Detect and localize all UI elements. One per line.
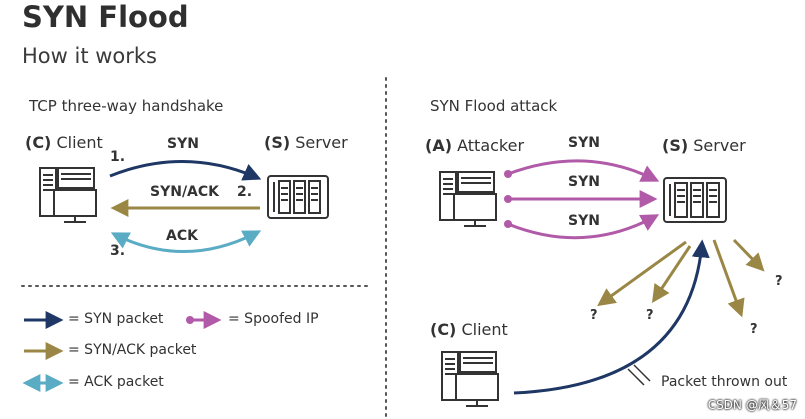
syn-label: SYN — [167, 136, 199, 152]
step-2-label: 2. — [237, 184, 253, 200]
legit-client-node-label: (C) Client — [430, 320, 508, 339]
syn-flood-heading: SYN Flood attack — [430, 97, 558, 115]
spoofed-syn-arrow-1 — [504, 159, 660, 182]
synack-lost-arrow-3 — [712, 239, 745, 318]
handshake-heading: TCP three-way handshake — [29, 97, 224, 115]
unknown-ip-marker-1: ? — [590, 308, 598, 323]
synack-label: SYN/ACK — [150, 184, 220, 200]
synack-lost-arrow-1 — [597, 240, 687, 307]
spoofed-syn-label-2: SYN — [568, 174, 600, 190]
client-node-label: (C) Client — [25, 133, 103, 152]
attack-server-tag: (S) — [662, 136, 689, 155]
server-label: Server — [295, 133, 348, 152]
attack-server-label: Server — [693, 136, 746, 155]
attacker-label: Attacker — [457, 136, 525, 155]
legend-spoofed-ip: = Spoofed IP — [228, 311, 319, 327]
client-label: Client — [56, 133, 103, 152]
legit-client-tag: (C) — [430, 320, 457, 339]
synack-lost-arrow-4 — [732, 238, 765, 272]
attack-server-node-label: (S) Server — [662, 136, 746, 155]
legend-syn-packet: = SYN packet — [68, 311, 164, 327]
client-tag: (C) — [25, 133, 52, 152]
ack-arrow — [110, 230, 262, 253]
watermark: CSDN @风＆57 — [707, 398, 797, 412]
spoofed-syn-label-1: SYN — [568, 135, 600, 151]
page-subtitle: How it works — [22, 44, 157, 68]
thrown-out-mark — [627, 364, 651, 386]
unknown-ip-marker-3: ? — [750, 322, 758, 337]
attacker-node-label: (A) Attacker — [425, 136, 524, 155]
unknown-ip-marker-2: ? — [646, 308, 654, 323]
legit-client-label: Client — [461, 320, 508, 339]
syn-arrow — [109, 160, 262, 181]
legend-spoofed-arrow — [186, 311, 222, 329]
page-title: SYN Flood — [22, 0, 189, 34]
legit-client-computer-icon — [441, 351, 499, 407]
attacker-tag: (A) — [425, 136, 453, 155]
step-1-label: 1. — [110, 149, 126, 165]
client-computer-icon — [39, 167, 97, 223]
attack-server-rack-icon — [663, 177, 727, 223]
attacker-computer-icon — [439, 171, 497, 227]
packet-thrown-out-label: Packet thrown out — [661, 374, 788, 390]
client-syn-arrow — [513, 239, 710, 395]
ack-label: ACK — [166, 228, 198, 244]
server-tag: (S) — [264, 133, 291, 152]
spoofed-syn-arrow-2 — [504, 190, 658, 208]
step-3-label: 3. — [110, 243, 126, 259]
server-rack-icon — [267, 175, 329, 219]
spoofed-syn-arrow-3 — [504, 214, 660, 240]
server-node-label: (S) Server — [264, 133, 348, 152]
spoofed-syn-label-3: SYN — [568, 213, 600, 229]
legend-synack-packet: = SYN/ACK packet — [68, 342, 197, 358]
synack-lost-arrow-2 — [652, 245, 692, 303]
legend-ack-packet: = ACK packet — [68, 374, 164, 390]
unknown-ip-marker-4: ? — [775, 274, 783, 289]
